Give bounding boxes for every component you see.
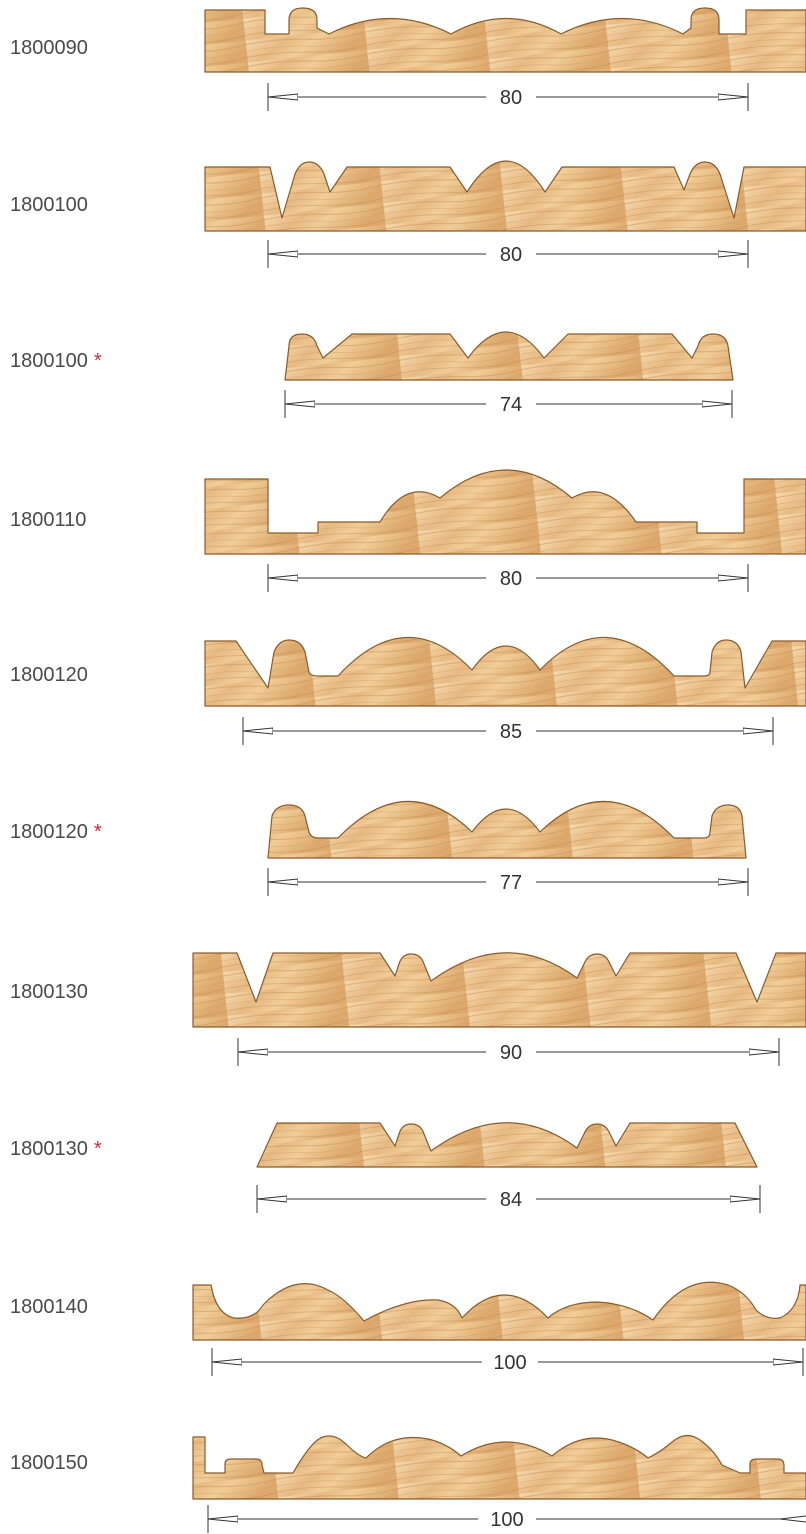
profile-code-1800110: 1800110: [10, 509, 86, 531]
asterisk-marker: *: [93, 821, 102, 843]
dimension-label-1800130-star: 84: [500, 1189, 522, 1211]
code-text: 1800120: [10, 664, 88, 686]
code-text: 1800120: [10, 821, 88, 843]
code-text: 1800100: [10, 194, 88, 216]
dimension-label-1800100-star: 74: [500, 394, 522, 416]
code-text: 1800130: [10, 981, 88, 1003]
wood-profile-1800100: [204, 160, 806, 232]
asterisk-marker: *: [93, 350, 102, 372]
dimension-label-1800120-star: 77: [500, 872, 522, 894]
wood-profile-1800090: [204, 7, 806, 73]
profile-code-1800120: 1800120: [10, 664, 88, 686]
code-text: 1800150: [10, 1452, 88, 1474]
dimension-label-1800150: 100: [490, 1509, 523, 1531]
wood-profile-1800120-star: [267, 800, 747, 859]
wood-profile-1800100-star: [284, 331, 734, 381]
wood-profile-1800130: [192, 952, 806, 1028]
dimension-label-1800100: 80: [500, 244, 522, 266]
wood-profile-1800130-star: [256, 1122, 758, 1168]
code-text: 1800140: [10, 1296, 88, 1318]
profile-code-1800140: 1800140: [10, 1296, 88, 1318]
profile-code-1800130-star: 1800130*: [10, 1138, 102, 1160]
wood-profile-1800140: [192, 1281, 806, 1341]
profile-code-1800100-star: 1800100*: [10, 350, 102, 372]
code-text: 1800100: [10, 350, 88, 372]
dimension-label-1800140: 100: [493, 1352, 526, 1374]
code-text: 1800110: [10, 509, 87, 531]
dimension-label-1800130: 90: [500, 1042, 522, 1064]
wood-profile-1800150: [192, 1434, 806, 1500]
dimension-label-1800110: 80: [500, 568, 522, 590]
code-text: 1800130: [10, 1138, 88, 1160]
asterisk-marker: *: [93, 1138, 102, 1160]
profile-code-1800100: 1800100: [10, 194, 88, 216]
profile-code-1800130: 1800130: [10, 981, 88, 1003]
profile-code-1800120-star: 1800120*: [10, 821, 102, 843]
code-text: 1800090: [10, 37, 88, 59]
dimension-label-1800120: 85: [500, 721, 522, 743]
profile-code-1800090: 1800090: [10, 37, 88, 59]
profile-code-1800150: 1800150: [10, 1452, 88, 1474]
wood-profile-1800110: [204, 469, 806, 555]
dimension-label-1800090: 80: [500, 87, 522, 109]
wood-profile-1800120: [204, 636, 806, 707]
